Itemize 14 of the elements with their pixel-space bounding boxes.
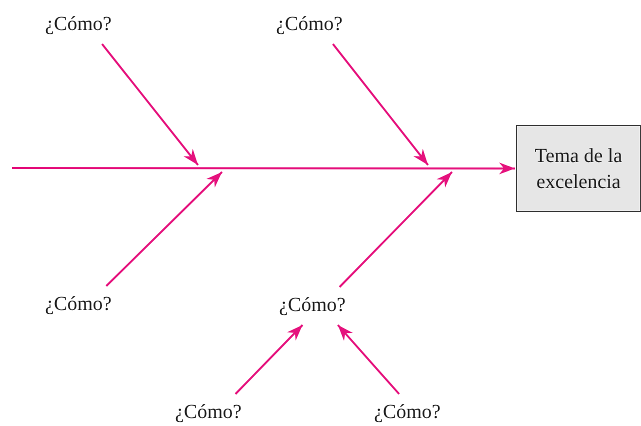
arrow [101, 43, 199, 166]
cause-question: ¿Cómo? [279, 293, 346, 317]
arrow [332, 43, 429, 166]
arrow [337, 324, 400, 395]
arrow [106, 171, 223, 287]
cause-question: ¿Cómo? [374, 400, 441, 424]
cause-question: ¿Cómo? [175, 400, 242, 424]
arrow [12, 162, 515, 174]
arrow [338, 171, 453, 288]
cause-question: ¿Cómo? [45, 12, 112, 36]
arrow [234, 324, 304, 395]
cause-question: ¿Cómo? [45, 292, 112, 316]
effect-box: Tema de la excelencia [516, 125, 641, 212]
cause-question: ¿Cómo? [276, 12, 343, 36]
